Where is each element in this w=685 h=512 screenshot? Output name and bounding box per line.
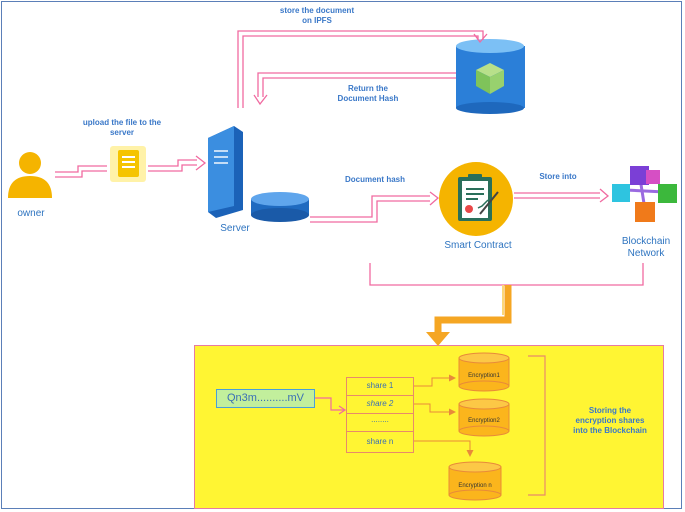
upload-arrow — [55, 155, 207, 178]
share-label: ........ — [371, 415, 389, 424]
share-row: ........ — [347, 414, 413, 432]
server-icon — [208, 126, 309, 222]
store-into-arrow — [514, 188, 610, 203]
share-encryption-arrows — [414, 374, 474, 457]
encryption-label: Encryption2 — [468, 418, 500, 424]
encryption-cylinder-2 — [458, 398, 510, 437]
document-hash-label: Document hash — [344, 175, 405, 184]
hash-value-box: Qn3m..........mV — [216, 389, 315, 408]
encryption-shares-panel — [194, 345, 664, 509]
encryption-label: Encryption1 — [468, 373, 500, 379]
share-row: share n — [347, 432, 413, 452]
owner-icon — [8, 152, 52, 198]
share-label: share n — [366, 437, 394, 446]
server-label: Server — [220, 223, 250, 234]
store-into-label: Store into — [539, 172, 577, 181]
blockchain-label: Blockchain Network — [621, 236, 671, 259]
shares-table: share 1 share 2 ........ share n — [346, 377, 414, 453]
return-hash-arrow — [253, 72, 456, 106]
share-label: share 1 — [366, 381, 394, 390]
store-ipfs-arrow — [237, 30, 488, 108]
smart-contract-icon — [439, 162, 513, 236]
smart-contract-label: Smart Contract — [444, 240, 512, 251]
encryption-label: Encryption n — [458, 483, 492, 489]
document-icon — [110, 146, 146, 182]
upload-label: upload the file to the server — [82, 118, 162, 137]
blockchain-network-icon — [612, 166, 677, 222]
store-ipfs-label: store the document on IPFS — [279, 6, 355, 25]
owner-label: owner — [17, 208, 45, 219]
share-row: share 2 — [347, 396, 413, 414]
storing-shares-label: Storing the encryption shares into the B… — [573, 406, 647, 435]
ipfs-database-icon — [456, 39, 525, 114]
share-label: share 2 — [366, 399, 394, 408]
storing-bracket — [528, 355, 546, 496]
return-hash-label: Return the Document Hash — [337, 84, 399, 103]
encryption-cylinder-1 — [458, 352, 510, 392]
encryption-cylinder-n — [448, 461, 502, 501]
share-row: share 1 — [347, 378, 413, 396]
orange-down-arrow — [426, 285, 512, 346]
hash-to-shares-arrow — [315, 397, 347, 415]
document-hash-arrow — [310, 191, 440, 223]
merge-connector — [369, 263, 644, 286]
